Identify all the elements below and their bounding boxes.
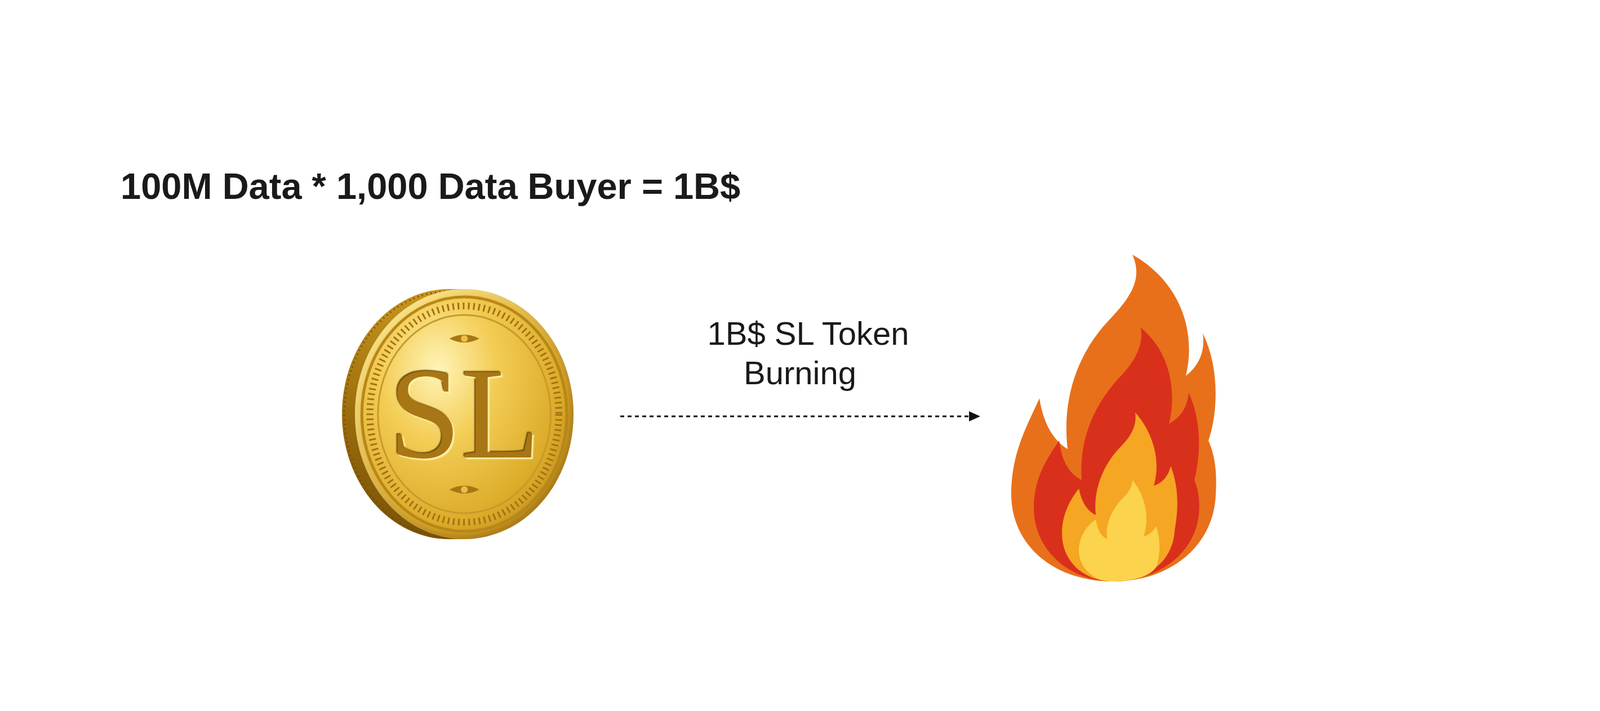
coin-ornament	[460, 335, 468, 342]
arrow-label: 1B$ SL Token Burning	[689, 313, 911, 393]
leader-arrow	[620, 411, 981, 422]
formula-title: 100M Data * 1,000 Data Buyer = 1B$	[120, 164, 741, 209]
coin-ring	[378, 314, 551, 514]
flame-middle	[1033, 327, 1200, 582]
coin-ornament	[449, 485, 480, 494]
dashed-line	[620, 415, 971, 418]
coin-letters: SL	[388, 349, 540, 479]
flame-core	[1078, 480, 1160, 582]
flame-inner	[1061, 412, 1178, 582]
coin-laurel	[370, 305, 559, 523]
coin-ornament	[449, 334, 480, 343]
flame-outer	[1011, 254, 1217, 582]
coin-ornament	[460, 486, 468, 493]
coin-token: SL	[354, 289, 574, 540]
flame-icon	[1011, 254, 1217, 582]
arrowhead	[969, 411, 981, 422]
coin-ring	[361, 296, 567, 532]
